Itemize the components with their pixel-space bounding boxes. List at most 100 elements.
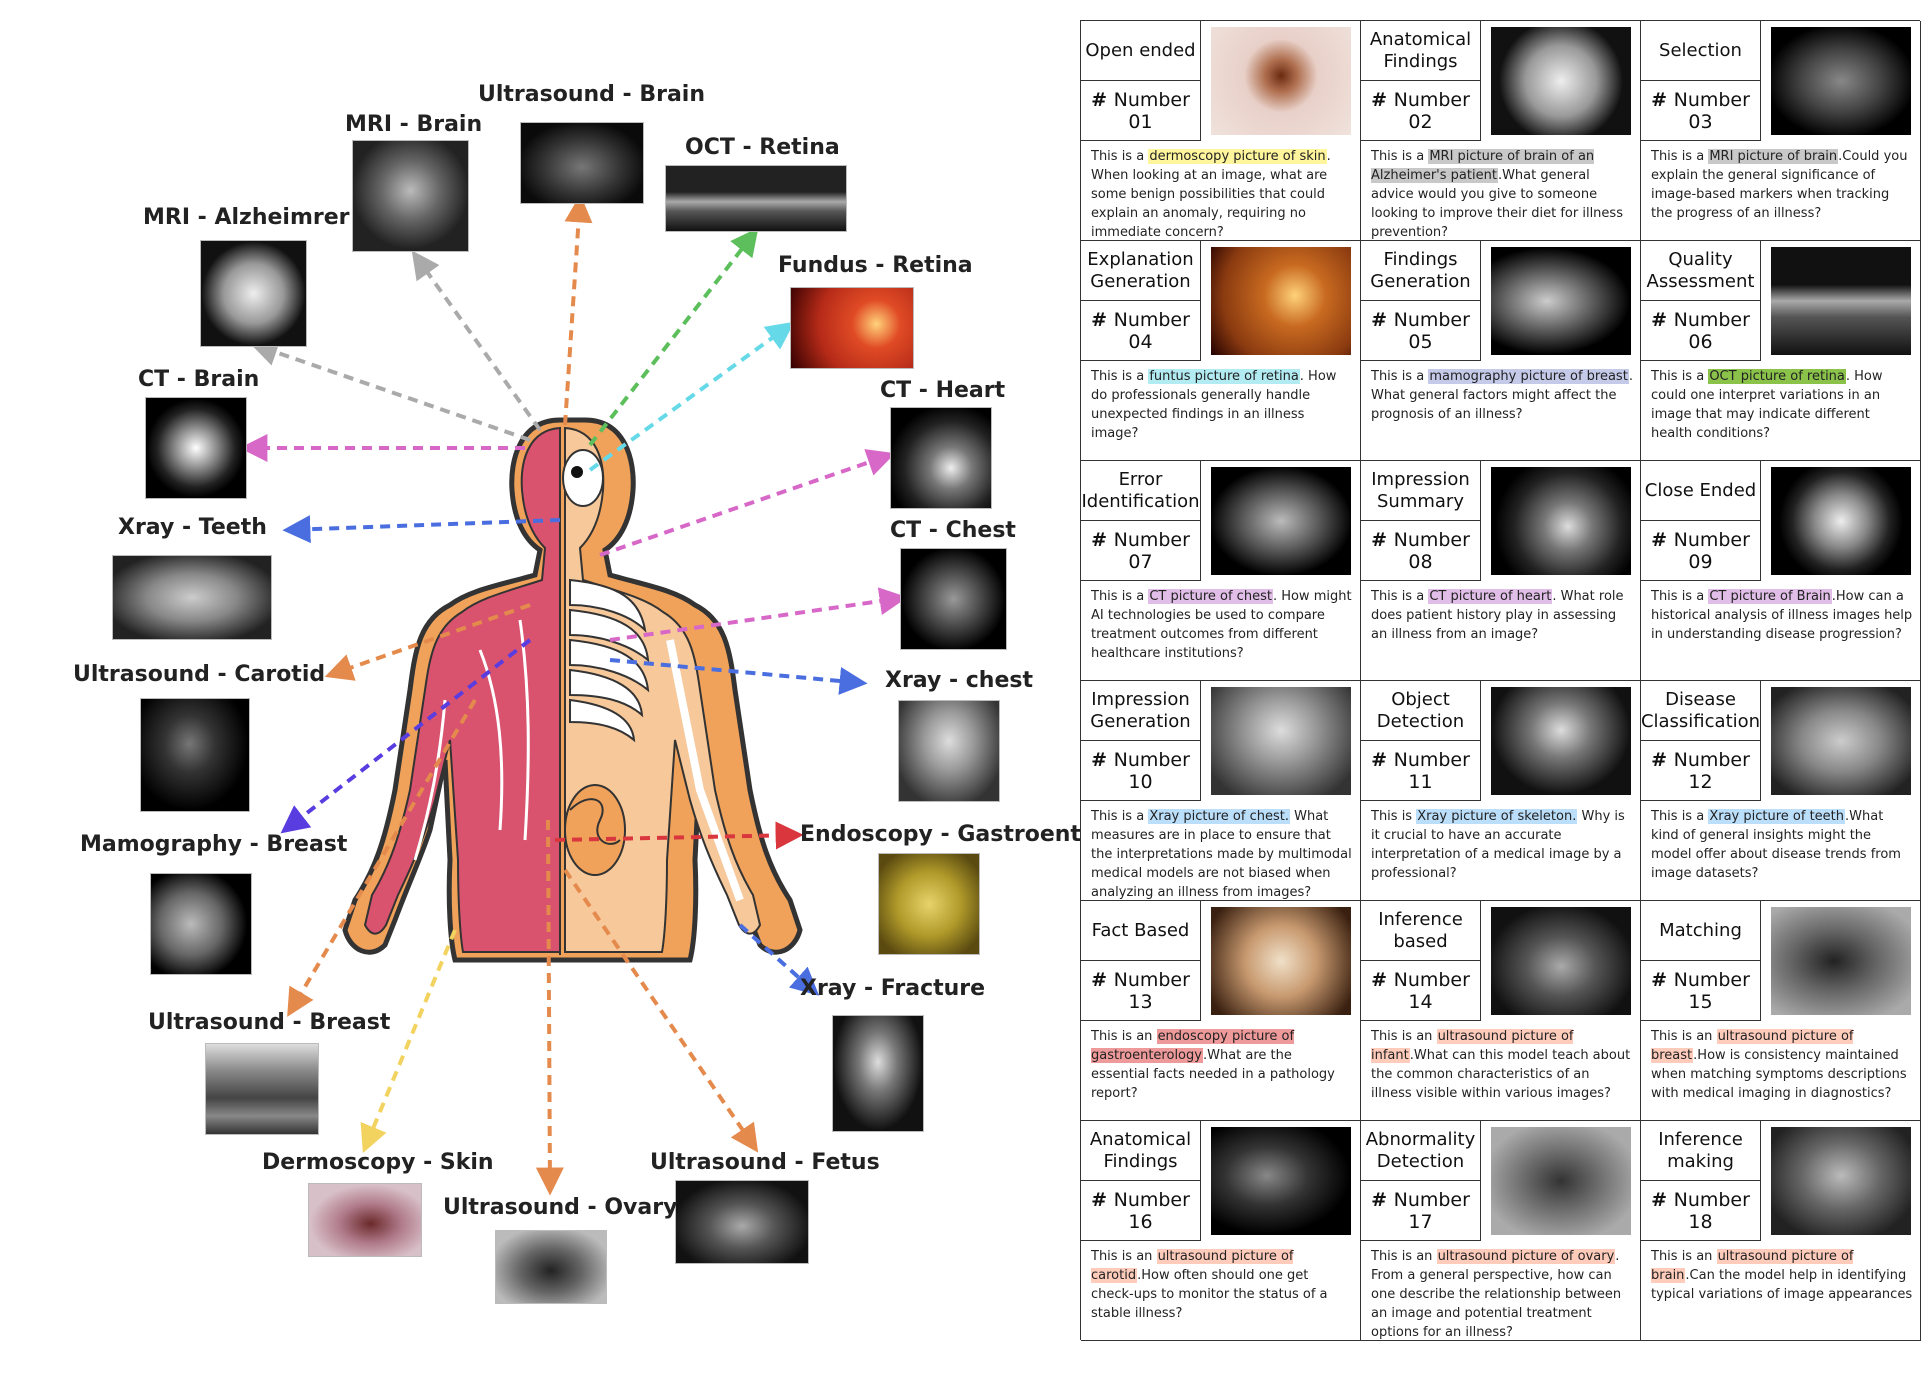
- task-card: Inference makingNumber18This is an ultra…: [1641, 1121, 1921, 1341]
- task-name: Selection: [1641, 21, 1761, 81]
- task-name: Findings Generation: [1361, 241, 1481, 301]
- task-card: Object DetectionNumber11This is Xray pic…: [1361, 681, 1641, 901]
- description-prefix: This is a: [1091, 369, 1149, 384]
- task-image: [1771, 907, 1911, 1015]
- task-image: [1211, 1127, 1351, 1235]
- modality-highlight: Xray picture of skeleton.: [1416, 809, 1578, 824]
- task-number: 18: [1688, 1210, 1713, 1233]
- modality-highlight: CT picture of Brain: [1708, 589, 1832, 604]
- task-card: Disease ClassificationNumber12This is a …: [1641, 681, 1921, 901]
- number-label: Number: [1651, 309, 1750, 331]
- modality-label: Ultrasound - Ovary: [443, 1195, 678, 1220]
- modality-label: Dermoscopy - Skin: [262, 1150, 494, 1175]
- dermoscopy-skin-image: [308, 1183, 422, 1257]
- arrow-ct-chest: [609, 587, 908, 642]
- task-number: 09: [1688, 550, 1713, 573]
- modality-label: CT - Chest: [890, 518, 1016, 543]
- modality-label: Ultrasound - Breast: [148, 1010, 391, 1035]
- number-label: Number: [1091, 529, 1190, 551]
- task-card: MatchingNumber15This is an ultrasound pi…: [1641, 901, 1921, 1121]
- modality-highlight: mamography picture of breast: [1428, 369, 1629, 384]
- task-number: 03: [1688, 110, 1713, 133]
- task-image: [1491, 247, 1631, 355]
- description-question: . From a general perspective, how can on…: [1371, 1249, 1622, 1340]
- description-question: . How do professionals generally handle …: [1091, 369, 1337, 441]
- description-question: .What can this model teach about the com…: [1371, 1048, 1631, 1101]
- task-description: This is a MRI picture of brain.Could you…: [1651, 147, 1914, 223]
- description-question: .How often should one get check-ups to m…: [1091, 1268, 1328, 1321]
- modality-highlight: CT picture of heart: [1428, 589, 1553, 604]
- arrow-mri-brain: [411, 250, 542, 432]
- description-prefix: This is a: [1651, 369, 1709, 384]
- task-number: 01: [1128, 110, 1153, 133]
- arrow-endoscopy: [554, 821, 804, 850]
- description-prefix: This is a: [1371, 589, 1429, 604]
- number-label: Number: [1651, 749, 1750, 771]
- ultrasound-fetus-image: [675, 1180, 809, 1264]
- task-image: [1491, 27, 1631, 135]
- modality-label: Endoscopy - Gastroent: [800, 822, 1081, 847]
- task-image: [1491, 1127, 1631, 1235]
- xray-chest-image: [898, 700, 1000, 802]
- task-card: Explanation GenerationNumber04This is a …: [1081, 241, 1361, 461]
- task-card: Inference basedNumber14This is an ultras…: [1361, 901, 1641, 1121]
- task-card: Abnormality DetectionNumber17This is an …: [1361, 1121, 1641, 1341]
- arrow-xray-teeth: [282, 515, 561, 544]
- description-question: .What general advice would you give to s…: [1371, 168, 1623, 240]
- number-label: Number: [1091, 89, 1190, 111]
- ultrasound-ovary-image: [495, 1230, 607, 1304]
- task-number: 12: [1688, 770, 1713, 793]
- number-label: Number: [1651, 529, 1750, 551]
- task-description: This is a CT picture of Brain.How can a …: [1651, 587, 1914, 644]
- task-description: This is a Xray picture of teeth.What kin…: [1651, 807, 1914, 883]
- task-card: Impression GenerationNumber10This is a X…: [1081, 681, 1361, 901]
- description-prefix: This is an: [1091, 1249, 1157, 1264]
- modality-label: Ultrasound - Carotid: [73, 662, 326, 687]
- task-number: 15: [1688, 990, 1713, 1013]
- task-image: [1491, 907, 1631, 1015]
- task-card: Close EndedNumber09This is a CT picture …: [1641, 461, 1921, 681]
- modality-highlight: OCT picture of retina: [1708, 369, 1846, 384]
- number-label: Number: [1371, 1189, 1470, 1211]
- task-card: Error IdentificationNumber07This is a CT…: [1081, 461, 1361, 681]
- oct-retina-image: [665, 165, 847, 232]
- modality-highlight: dermoscopy picture of skin: [1148, 149, 1327, 164]
- modality-diagram: MRI - Brain Ultrasound - Brain OCT - Ret…: [73, 82, 1081, 1304]
- modality-label: Ultrasound - Brain: [478, 82, 706, 107]
- task-image: [1771, 467, 1911, 575]
- arrow-ultrasound-breast: [287, 698, 477, 1017]
- task-image: [1211, 27, 1351, 135]
- task-name: Impression Summary: [1361, 461, 1481, 521]
- task-image: [1771, 687, 1911, 795]
- task-name: Error Identification: [1081, 461, 1201, 521]
- number-label: Number: [1091, 969, 1190, 991]
- ultrasound-carotid-image: [140, 698, 250, 812]
- description-prefix: This is an: [1371, 1249, 1437, 1264]
- description-question: What measures are in place to ensure tha…: [1091, 809, 1352, 900]
- task-description: This is an ultrasound picture of ovary. …: [1371, 1247, 1634, 1340]
- description-question: .Can the model help in identifying typic…: [1651, 1268, 1913, 1302]
- arrow-ultrasound-brain: [563, 194, 593, 426]
- task-number: 05: [1408, 330, 1433, 353]
- modality-label: MRI - Brain: [345, 112, 483, 137]
- mamography-breast-image: [150, 873, 252, 975]
- modality-label: MRI - Alzheimrer: [143, 205, 350, 230]
- xray-fracture-image: [832, 1015, 924, 1132]
- endoscopy-gastroenterology-image: [878, 853, 980, 955]
- description-question: . What role does patient history play in…: [1371, 589, 1624, 642]
- modality-label: Fundus - Retina: [778, 253, 973, 278]
- ct-heart-image: [890, 407, 992, 509]
- description-question: .How is consistency maintained when matc…: [1651, 1048, 1907, 1101]
- task-card: Anatomical FindingsNumber02This is a MRI…: [1361, 21, 1641, 241]
- task-name: Matching: [1641, 901, 1761, 961]
- description-prefix: This is an: [1091, 1029, 1157, 1044]
- arrow-ultrasound-fetus: [563, 868, 759, 1153]
- task-name: Quality Assessment: [1641, 241, 1761, 301]
- task-name: Inference making: [1641, 1121, 1761, 1181]
